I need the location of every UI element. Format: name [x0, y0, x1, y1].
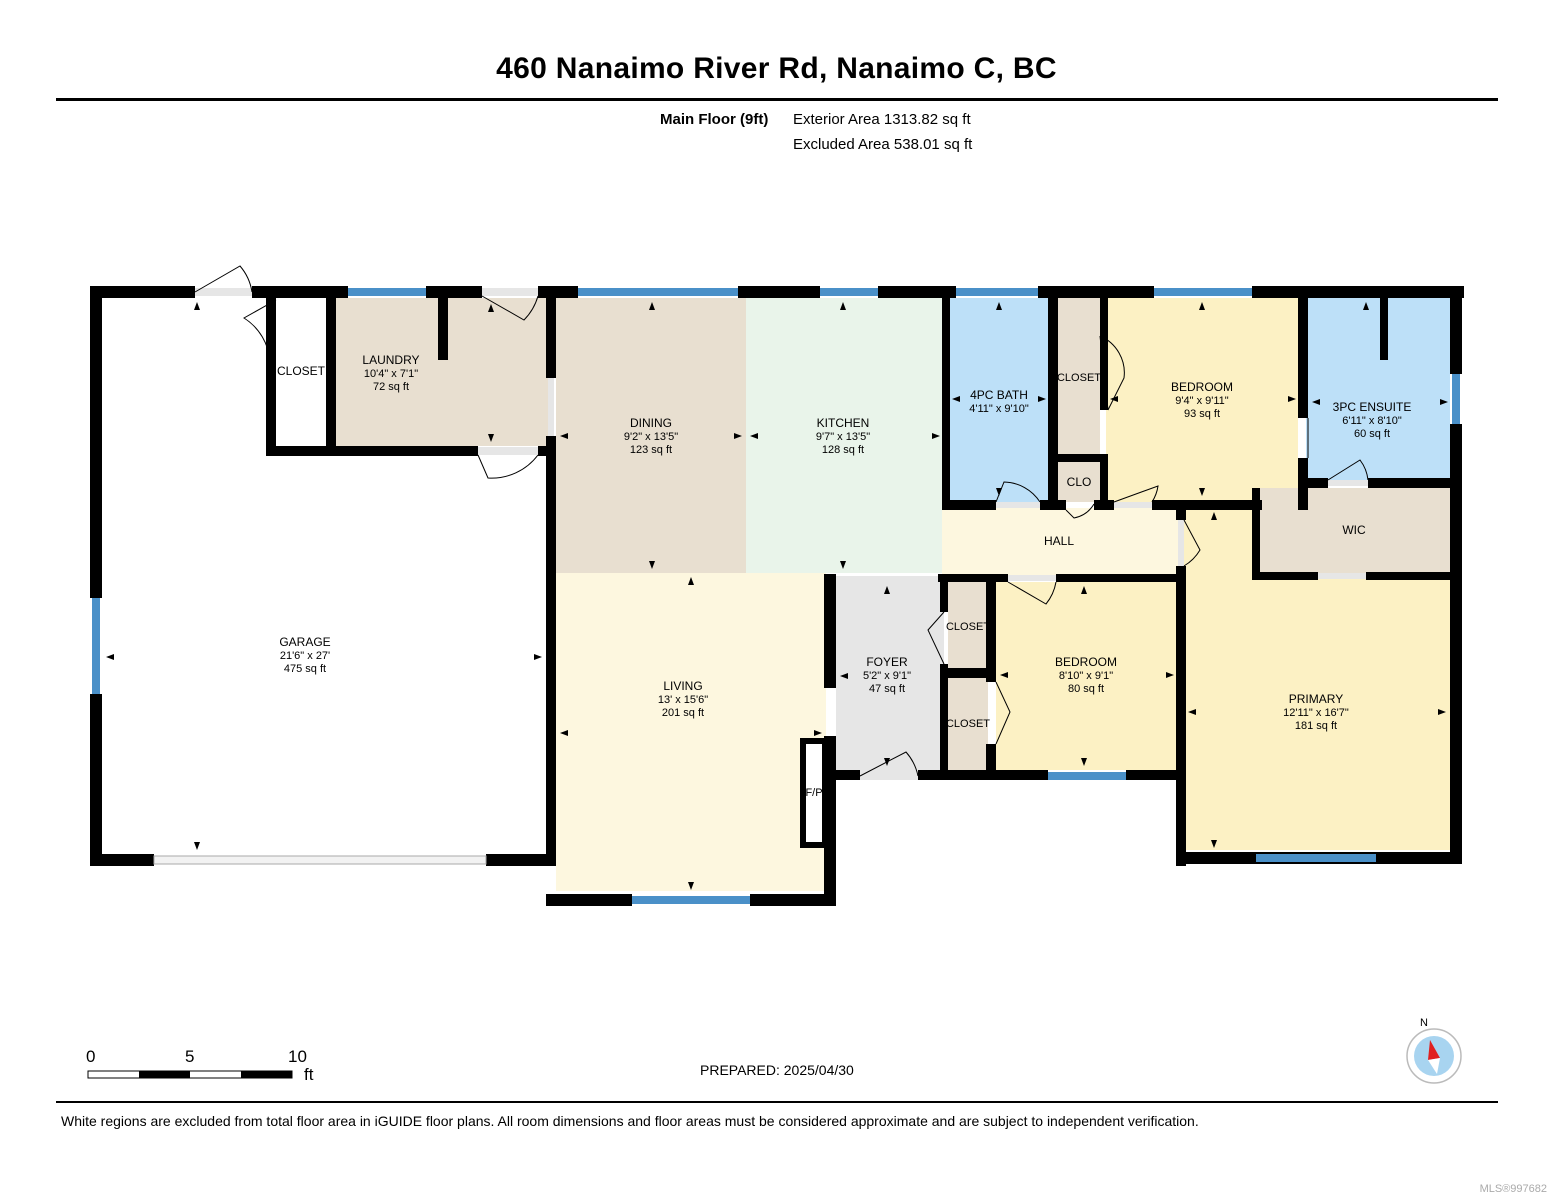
bedroom2-fill [996, 582, 1176, 770]
title-rule [56, 98, 1498, 101]
bath4pc-fill [948, 298, 1050, 502]
room-fp: F/P [805, 787, 822, 799]
room-bedroom1-name: BEDROOM [1171, 380, 1233, 394]
closet-foyer2-fill [948, 678, 988, 770]
wic-primary-gap [1258, 508, 1450, 574]
room-kitchen-name: KITCHEN [817, 416, 870, 430]
closet-foyer1-fill [948, 582, 988, 670]
room-bedroom2-area: 80 sq ft [1068, 683, 1104, 695]
room-bath-dims: 4'11" x 9'10" [969, 403, 1029, 415]
room-ensuite-dims: 6'11" x 8'10" [1342, 415, 1402, 427]
room-garage-area: 475 sq ft [284, 663, 326, 675]
room-living-dims: 13' x 15'6" [658, 694, 708, 706]
ensuite-fill [1306, 298, 1450, 480]
bedroom1-fill [1106, 298, 1298, 502]
clo-fill [1058, 460, 1100, 502]
scale-bar: 0 5 10 ft [86, 1047, 314, 1084]
room-dining-area: 123 sq ft [630, 444, 672, 456]
room-fills [336, 298, 1450, 891]
scale-10: 10 [288, 1047, 307, 1066]
room-laundry-area: 72 sq ft [373, 381, 409, 393]
room-kitchen-dims: 9'7" x 13'5" [816, 431, 870, 443]
scale-0: 0 [86, 1047, 95, 1066]
room-living-area: 201 sq ft [662, 707, 704, 719]
watermark: MLS®997682 [1479, 1183, 1547, 1195]
room-foyer-area: 47 sq ft [869, 683, 905, 695]
disclaimer: White regions are excluded from total fl… [61, 1113, 1199, 1129]
room-kitchen-area: 128 sq ft [822, 444, 864, 456]
garage-door [153, 855, 487, 865]
room-bath-name: 4PC BATH [970, 388, 1028, 402]
door-swings [194, 265, 1369, 780]
room-ensuite-name: 3PC ENSUITE [1333, 400, 1412, 414]
compass-icon: N [1406, 1017, 1462, 1084]
room-primary-area: 181 sq ft [1295, 720, 1337, 732]
room-closet-garage: CLOSET [277, 364, 326, 378]
room-clo: CLO [1067, 475, 1092, 489]
dining-fill [556, 298, 746, 573]
room-primary-name: PRIMARY [1289, 692, 1343, 706]
page-title: 460 Nanaimo River Rd, Nanaimo C, BC [496, 52, 1057, 85]
room-dining-dims: 9'2" x 13'5" [624, 431, 678, 443]
room-closet-hall: CLOSET [1057, 372, 1101, 384]
room-hall: HALL [1044, 534, 1074, 548]
room-bedroom1-dims: 9'4" x 9'11" [1175, 395, 1228, 407]
room-closet-foyer2: CLOSET [946, 718, 990, 730]
prepared-date: PREPARED: 2025/04/30 [700, 1062, 854, 1078]
fireplace-inner [806, 744, 822, 842]
footer-rule [56, 1101, 1498, 1103]
room-foyer-dims: 5'2" x 9'1" [863, 670, 911, 682]
windows [92, 288, 1460, 904]
closet-hall-fill [1058, 298, 1100, 454]
excluded-area: Excluded Area 538.01 sq ft [793, 136, 973, 153]
room-closet-foyer1: CLOSET [946, 621, 990, 633]
floor-label: Main Floor (9ft) [660, 111, 769, 128]
scale-5: 5 [185, 1047, 194, 1066]
room-ensuite-area: 60 sq ft [1354, 428, 1390, 440]
room-bedroom2-name: BEDROOM [1055, 655, 1117, 669]
room-dining-name: DINING [630, 416, 672, 430]
room-living-name: LIVING [663, 679, 702, 693]
room-foyer-name: FOYER [866, 655, 908, 669]
foyer-fill [836, 582, 944, 772]
room-laundry-dims: 10'4" x 7'1" [364, 368, 418, 380]
walls [90, 286, 1464, 906]
room-laundry-name: LAUNDRY [362, 353, 419, 367]
living-fill [556, 573, 826, 891]
room-wic: WIC [1342, 523, 1366, 537]
room-garage-name: GARAGE [279, 635, 330, 649]
compass-north: N [1420, 1017, 1428, 1029]
scale-unit: ft [304, 1065, 314, 1084]
hall-fill [942, 508, 1178, 576]
exterior-area: Exterior Area 1313.82 sq ft [793, 111, 971, 128]
room-bedroom2-dims: 8'10" x 9'1" [1059, 670, 1113, 682]
room-primary-dims: 12'11" x 16'7" [1283, 707, 1349, 719]
dimension-arrows [106, 302, 1448, 890]
room-bedroom1-area: 93 sq ft [1184, 408, 1220, 420]
room-garage-dims: 21'6" x 27' [280, 650, 330, 662]
kitchen-fill [746, 298, 942, 573]
